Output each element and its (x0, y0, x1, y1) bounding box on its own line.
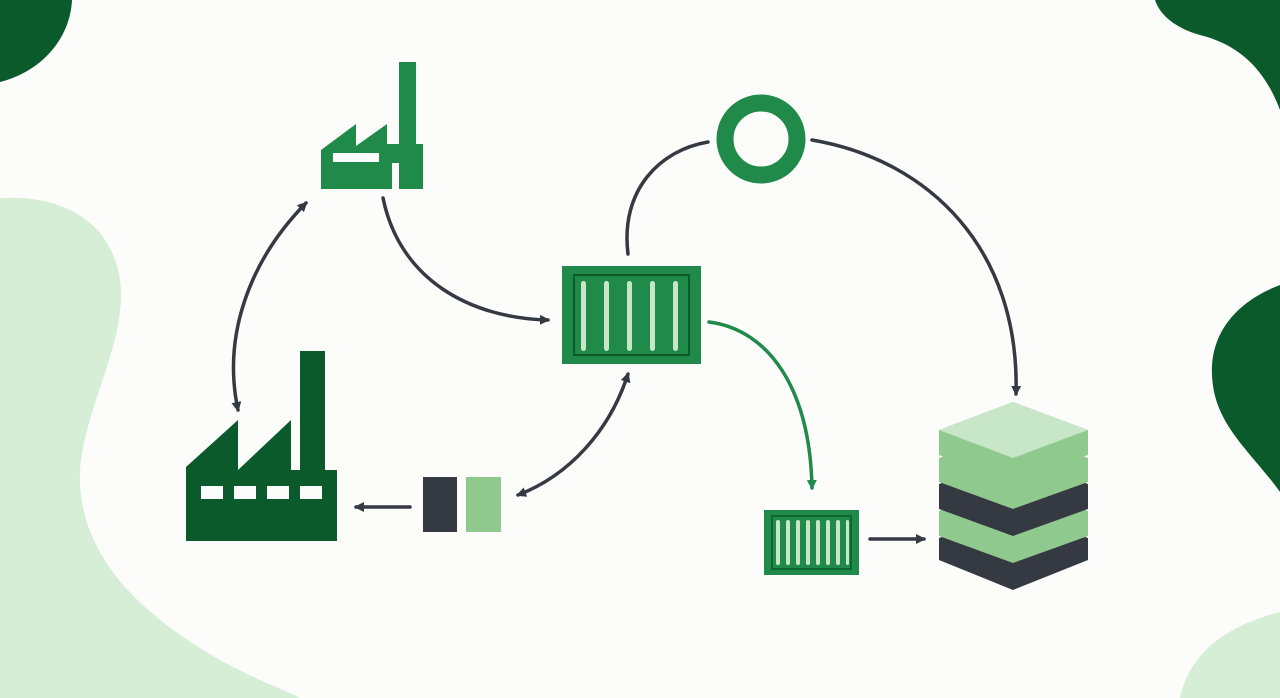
blob-left-light (0, 197, 300, 698)
ring-icon (716, 94, 806, 184)
blob-right-middle (1211, 285, 1280, 492)
pallet-blocks-icon (423, 477, 501, 532)
edge-ring-to-layer-stack (810, 138, 1022, 396)
connectors (231, 138, 1022, 544)
blob-bottom-right-light (1180, 612, 1280, 698)
edge-central-container-to-ring (625, 140, 710, 256)
stacked-layers-icon (939, 402, 1088, 590)
shipping-container-icon (562, 266, 701, 364)
factory-icon (186, 351, 337, 541)
edge-small-factory-large-factory (231, 201, 308, 412)
factory-icon (321, 62, 423, 189)
edge-central-container-pallet (516, 372, 631, 497)
shipping-container-icon (764, 510, 859, 575)
blob-top-left (0, 0, 72, 82)
edge-small-factory-to-central-container (381, 196, 550, 325)
edge-central-container-to-small-container (707, 320, 817, 490)
blob-top-right (1155, 0, 1280, 110)
